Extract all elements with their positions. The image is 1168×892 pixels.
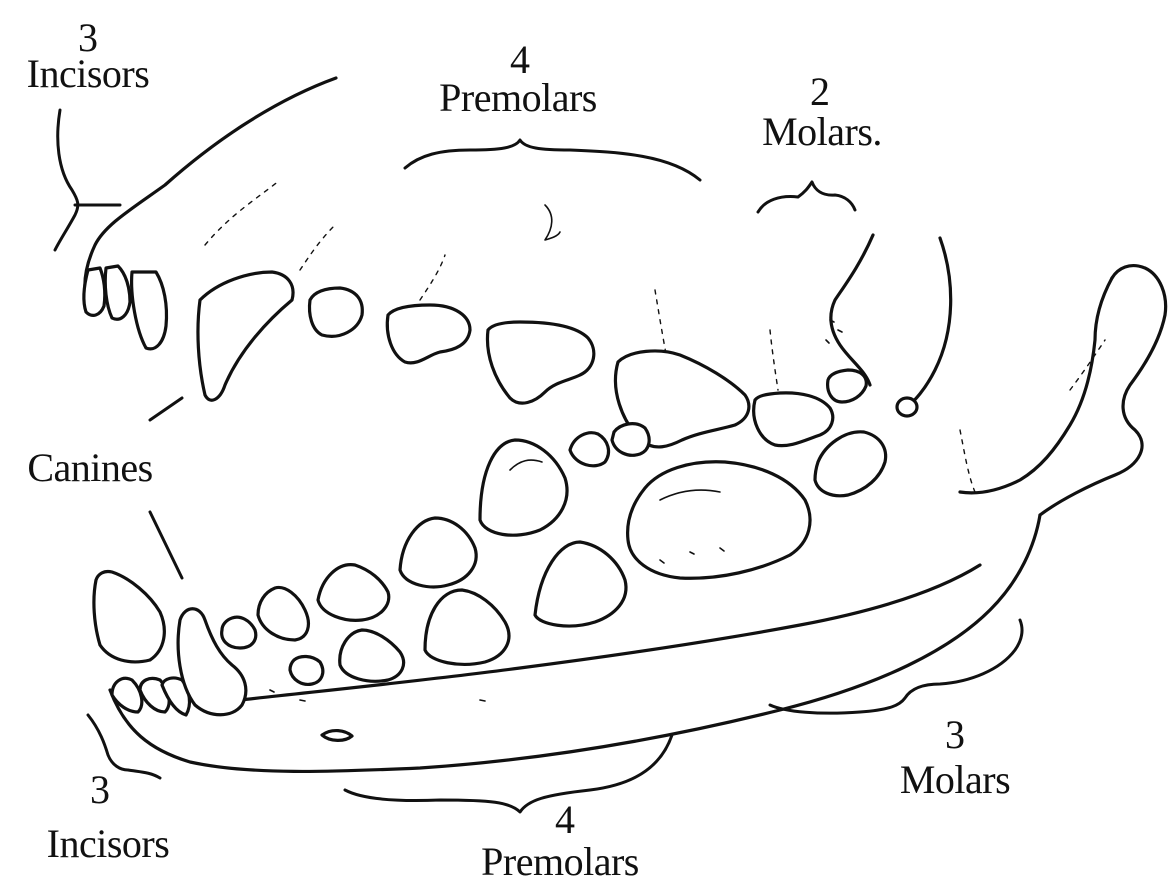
lower-premolar	[290, 656, 323, 684]
upper-canine	[198, 272, 293, 400]
lower-molars-count: 3	[945, 715, 965, 755]
mandible-shading	[960, 430, 975, 492]
lower-carnassial	[628, 462, 810, 579]
mental-foramen	[322, 731, 352, 741]
lower-premolar	[258, 587, 308, 640]
upper-skull-shading	[420, 255, 445, 300]
canines-label: Canines	[27, 448, 152, 488]
upper-molar	[754, 393, 833, 446]
upper-incisor	[132, 272, 167, 349]
upper-premolars-count: 4	[510, 40, 530, 80]
upper-molars-count: 2	[810, 72, 830, 112]
upper-molars-brace	[758, 182, 855, 212]
lower-premolar	[570, 433, 609, 466]
upper-incisor	[84, 268, 105, 315]
upper-premolar	[387, 305, 470, 363]
lower-premolar	[535, 542, 626, 626]
upper-molar	[828, 370, 867, 402]
upper-premolars-brace	[405, 140, 700, 180]
upper-skull-shading	[770, 330, 778, 390]
upper-skull-shading	[300, 225, 335, 270]
mandible-ramus	[1040, 266, 1166, 515]
lower-molar	[815, 432, 886, 496]
lower-premolars-brace	[345, 735, 672, 812]
small-mark	[545, 205, 560, 240]
lower-premolar	[400, 518, 476, 587]
lower-premolars-count: 4	[555, 800, 575, 840]
lower-premolars-label: Premolars	[481, 842, 639, 882]
mandible-coronoid	[960, 278, 1112, 493]
lower-jaw	[94, 266, 1166, 772]
upper-molars-label: Molars.	[762, 112, 882, 152]
upper-premolar	[310, 288, 363, 336]
lower-premolar	[222, 617, 256, 648]
lower-premolar	[340, 630, 404, 681]
upper-molar	[897, 398, 917, 416]
lower-premolar	[612, 424, 649, 456]
upper-skull-shading	[205, 180, 280, 245]
upper-incisor	[105, 266, 130, 319]
lower-premolar	[425, 590, 509, 664]
lower-incisors-count: 3	[90, 770, 110, 810]
zygomatic-edge	[831, 235, 873, 385]
lower-premolar	[480, 440, 567, 535]
upper-premolars-label: Premolars	[439, 78, 597, 118]
upper-premolar	[487, 322, 593, 403]
lower-incisors-label: Incisors	[47, 824, 170, 864]
lower-canine	[94, 571, 164, 661]
canines-leader-lower	[150, 512, 182, 578]
lower-molars-label: Molars	[900, 760, 1010, 800]
upper-incisors-bracket	[55, 110, 120, 250]
upper-incisors-label: Incisors	[27, 54, 150, 94]
lower-molars-brace	[770, 620, 1022, 713]
upper-skull-outline	[85, 78, 336, 290]
lower-premolar	[318, 565, 389, 621]
canines-leader-upper	[150, 398, 182, 420]
zygomatic-arch	[905, 238, 951, 410]
